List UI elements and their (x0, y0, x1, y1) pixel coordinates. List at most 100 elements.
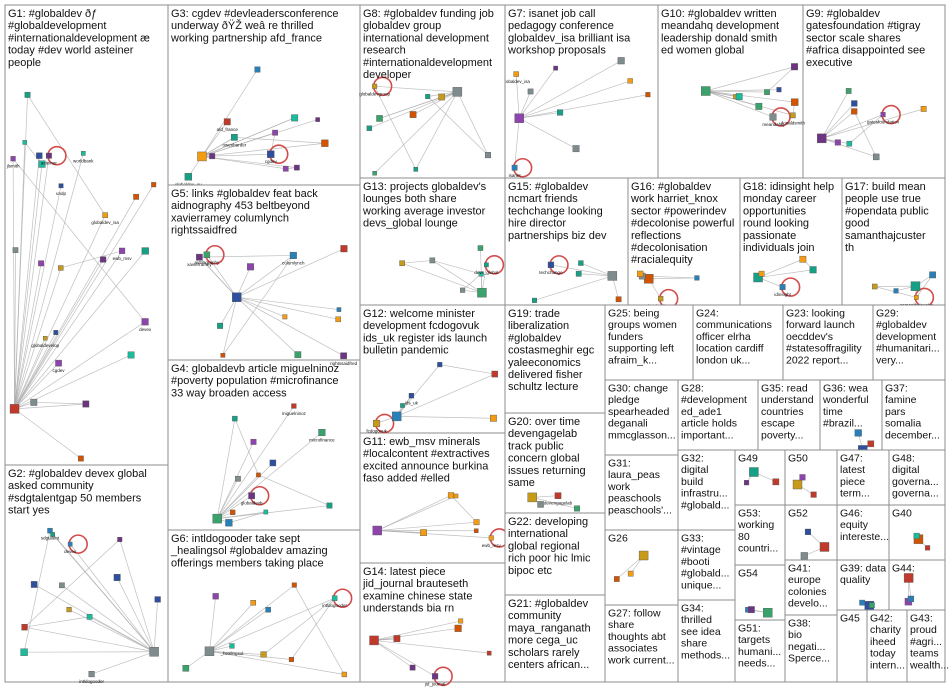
vertex-node[interactable] (212, 593, 219, 600)
vertex-node[interactable] (250, 438, 257, 445)
vertex-node[interactable] (913, 532, 920, 539)
vertex-node[interactable] (627, 78, 633, 84)
vertex-node[interactable] (151, 182, 157, 188)
vertex-node[interactable] (880, 112, 886, 118)
vertex-node[interactable] (779, 284, 786, 291)
vertex-node[interactable] (229, 643, 235, 649)
vertex-node[interactable] (454, 624, 462, 632)
vertex-node[interactable] (804, 528, 812, 535)
vertex-node[interactable] (400, 403, 405, 408)
vertex-node[interactable] (409, 664, 416, 671)
vertex-node[interactable] (769, 113, 777, 121)
vertex-node[interactable] (859, 599, 865, 606)
vertex-node[interactable] (438, 93, 445, 101)
vertex-node[interactable] (248, 492, 256, 500)
vertex-node[interactable] (113, 574, 121, 581)
vertex-node[interactable] (790, 112, 796, 119)
vertex-node[interactable] (372, 525, 382, 536)
vertex-node[interactable] (9, 404, 20, 414)
vertex-node[interactable] (477, 245, 484, 251)
vertex-node[interactable] (920, 106, 927, 112)
vertex-node[interactable] (391, 411, 402, 422)
vertex-node[interactable] (335, 316, 341, 323)
vertex-node[interactable] (318, 428, 326, 437)
vertex-node[interactable] (460, 287, 466, 293)
vertex-node[interactable] (203, 251, 211, 258)
vertex-node[interactable] (809, 266, 817, 274)
vertex-node[interactable] (78, 455, 84, 462)
vertex-node[interactable] (50, 532, 55, 537)
vertex-node[interactable] (119, 247, 126, 254)
vertex-node[interactable] (250, 600, 256, 606)
vertex-node[interactable] (701, 86, 711, 96)
vertex-node[interactable] (38, 260, 44, 267)
vertex-node[interactable] (867, 440, 875, 448)
vertex-node[interactable] (477, 287, 487, 298)
vertex-node[interactable] (851, 108, 858, 115)
vertex-node[interactable] (615, 296, 622, 303)
vertex-node[interactable] (763, 607, 773, 618)
vertex-node[interactable] (907, 595, 915, 603)
vertex-node[interactable] (184, 173, 193, 181)
vertex-node[interactable] (627, 570, 634, 577)
vertex-node[interactable] (645, 92, 651, 98)
vertex-node[interactable] (758, 270, 765, 277)
vertex-node[interactable] (53, 330, 59, 335)
vertex-node[interactable] (488, 535, 494, 541)
vertex-node[interactable] (437, 362, 443, 368)
vertex-node[interactable] (792, 479, 803, 490)
vertex-node[interactable] (851, 100, 858, 107)
vertex-node[interactable] (453, 493, 459, 499)
vertex-node[interactable] (30, 581, 38, 588)
vertex-node[interactable] (871, 283, 878, 290)
vertex-node[interactable] (869, 602, 875, 609)
vertex-node[interactable] (753, 272, 763, 283)
vertex-node[interactable] (473, 519, 480, 526)
vertex-node[interactable] (607, 271, 618, 281)
vertex-node[interactable] (67, 541, 73, 547)
vertex-node[interactable] (58, 183, 64, 189)
vertex-node[interactable] (553, 65, 558, 71)
vertex-node[interactable] (834, 139, 841, 146)
vertex-node[interactable] (209, 153, 216, 160)
vertex-node[interactable] (532, 297, 537, 303)
vertex-node[interactable] (527, 88, 534, 95)
vertex-node[interactable] (288, 656, 294, 663)
vertex-node[interactable] (55, 359, 62, 367)
vertex-node[interactable] (511, 164, 518, 171)
vertex-node[interactable] (80, 151, 86, 156)
vertex-node[interactable] (321, 139, 329, 147)
vertex-node[interactable] (819, 542, 830, 552)
vertex-node[interactable] (578, 260, 584, 266)
vertex-node[interactable] (776, 87, 782, 93)
vertex-node[interactable] (30, 398, 38, 406)
vertex-node[interactable] (903, 573, 914, 583)
vertex-node[interactable] (263, 509, 269, 515)
vertex-node[interactable] (486, 650, 492, 656)
vertex-node[interactable] (59, 582, 65, 589)
vertex-node[interactable] (514, 113, 524, 123)
vertex-node[interactable] (747, 606, 755, 614)
vertex-node[interactable] (58, 265, 64, 271)
vertex-node[interactable] (637, 270, 644, 278)
vertex-node[interactable] (574, 505, 580, 512)
vertex-node[interactable] (267, 150, 275, 158)
vertex-node[interactable] (38, 160, 46, 168)
vertex-node[interactable] (232, 415, 238, 422)
vertex-node[interactable] (340, 352, 347, 360)
vertex-node[interactable] (409, 111, 417, 118)
vertex-node[interactable] (231, 134, 238, 141)
vertex-node[interactable] (929, 271, 936, 279)
vertex-node[interactable] (547, 261, 555, 268)
vertex-node[interactable] (644, 274, 654, 284)
vertex-node[interactable] (474, 528, 479, 533)
vertex-node[interactable] (791, 98, 799, 106)
vertex-node[interactable] (537, 501, 544, 508)
vertex-node[interactable] (154, 596, 161, 603)
vertex-node[interactable] (46, 152, 52, 159)
vertex-node[interactable] (572, 145, 580, 153)
vertex-node[interactable] (910, 281, 921, 291)
vertex-node[interactable] (127, 351, 135, 359)
vertex-node[interactable] (484, 152, 491, 159)
vertex-node[interactable] (141, 318, 149, 326)
